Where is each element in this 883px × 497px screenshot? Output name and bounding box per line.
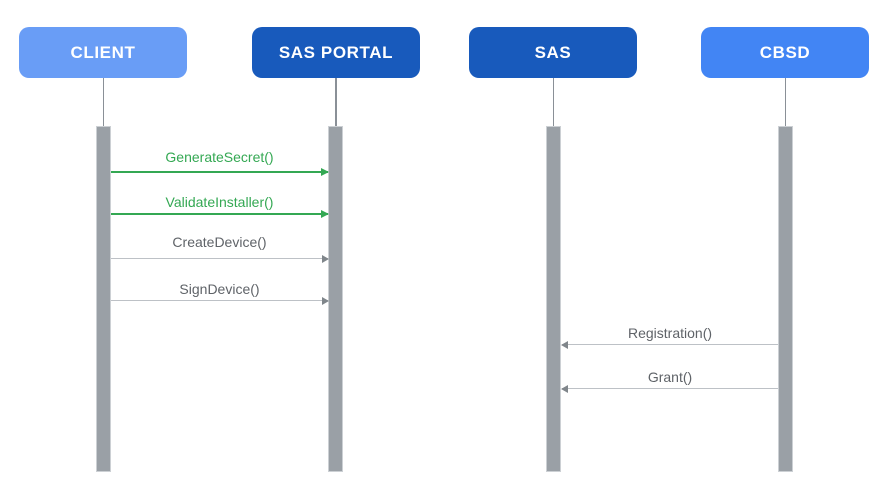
actor-box-cbsd: CBSD	[701, 27, 869, 78]
actor-label: SAS	[534, 42, 572, 62]
actor-label: CLIENT	[70, 42, 136, 62]
activation-bar-client	[96, 126, 111, 472]
arrowhead-right-icon	[321, 168, 329, 176]
message-label: CreateDevice()	[172, 234, 267, 250]
message-arrow	[111, 168, 329, 176]
activation-bar-sas-portal	[328, 126, 343, 472]
lifeline-sas	[552, 78, 554, 126]
actor-box-client: CLIENT	[19, 27, 187, 78]
lifeline-sas-portal	[335, 78, 337, 126]
message-arrow	[111, 296, 329, 305]
message-label: Registration()	[627, 325, 713, 341]
message-arrow	[111, 254, 329, 263]
actor-label: SAS PORTAL	[278, 42, 394, 62]
message-arrow	[561, 340, 778, 349]
message-arrow	[111, 210, 329, 218]
lifeline-cbsd	[784, 78, 786, 126]
activation-bar-sas	[546, 126, 561, 472]
message-label: GenerateSecret()	[165, 149, 274, 165]
lifeline-client	[102, 78, 104, 126]
arrowhead-right-icon	[322, 254, 329, 263]
activation-bar-cbsd	[778, 126, 793, 472]
actor-label: CBSD	[759, 42, 811, 62]
message-label: Grant()	[647, 369, 693, 385]
arrowhead-left-icon	[561, 340, 568, 349]
message-label: SignDevice()	[179, 281, 260, 297]
actor-box-sas: SAS	[469, 27, 637, 78]
arrowhead-right-icon	[321, 210, 329, 218]
arrowhead-right-icon	[322, 296, 329, 305]
actor-box-sas-portal: SAS PORTAL	[252, 27, 420, 78]
message-arrow	[561, 384, 778, 393]
arrowhead-left-icon	[561, 384, 568, 393]
message-label: ValidateInstaller()	[165, 194, 274, 210]
